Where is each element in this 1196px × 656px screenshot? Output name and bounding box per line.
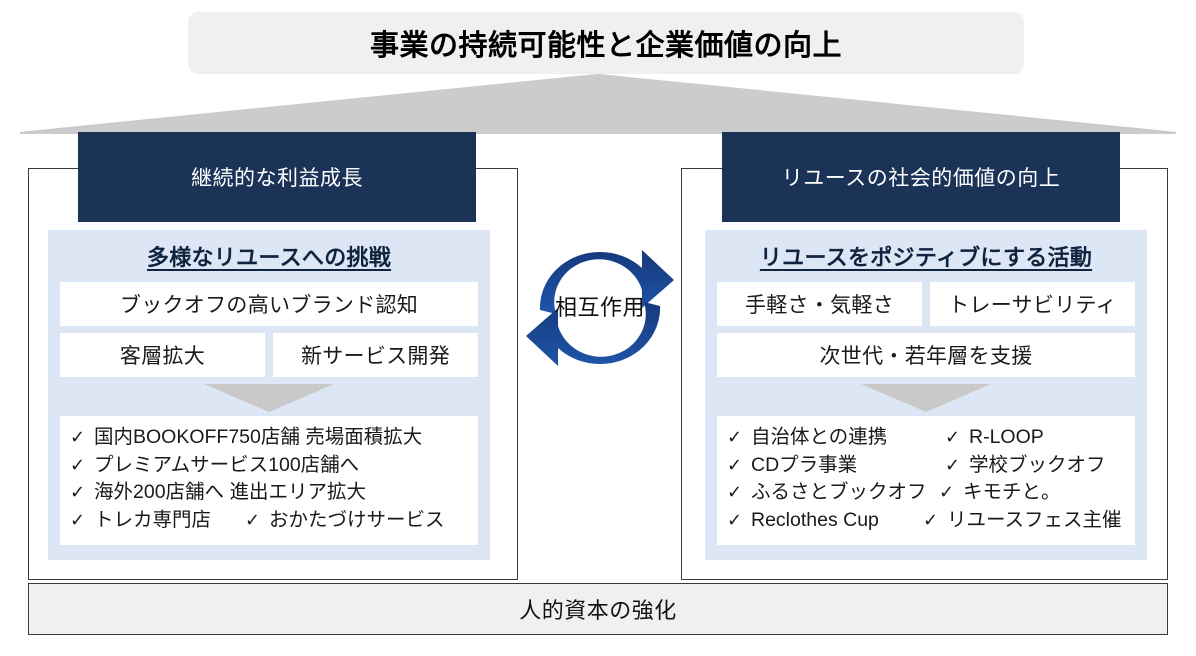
left-pillar-subtitle: 多様なリユースへの挑戦 xyxy=(146,245,392,270)
roof-chevron-icon xyxy=(20,74,1176,134)
right-check-1b: R-LOOP xyxy=(969,426,1044,448)
check-icon: ✓ xyxy=(727,454,743,475)
left-check-1: 国内BOOKOFF750店舗 売場面積拡大 xyxy=(94,426,423,448)
left-check-4b: おかたづけサービス xyxy=(269,509,445,532)
left-check-4a: トレカ専門店 xyxy=(94,509,212,532)
list-item: ✓ トレカ専門店 ✓ おかたづけサービス xyxy=(70,507,468,535)
right-check-4a: Reclothes Cup xyxy=(751,509,879,532)
right-pillar-subtitle: リユースをポジティブにする活動 xyxy=(759,245,1093,270)
left-check-2: プレミアムサービス100店舗へ xyxy=(94,453,360,476)
check-icon: ✓ xyxy=(70,482,86,503)
left-pillar-body: 多様なリユースへの挑戦 ブックオフの高いブランド認知 客層拡大 新サービス開発 … xyxy=(48,230,490,560)
check-icon: ✓ xyxy=(727,427,743,448)
check-icon: ✓ xyxy=(945,427,961,448)
right-check-3b: キモチと。 xyxy=(963,481,1061,504)
check-icon: ✓ xyxy=(727,510,743,531)
human-capital-label: 人的資本の強化 xyxy=(519,598,677,623)
page-title: 事業の持続可能性と企業価値の向上 xyxy=(369,30,842,62)
left-box-row-1: ブックオフの高いブランド認知 xyxy=(60,282,478,326)
right-pillar-header-label: リユースの社会的価値の向上 xyxy=(781,167,1061,190)
list-item: ✓ ふるさとブックオフ ✓ キモチと。 xyxy=(727,479,1125,507)
list-item: ✓ 海外200店舗へ 進出エリア拡大 xyxy=(70,479,468,507)
right-check-3a: ふるさとブックオフ xyxy=(751,481,927,504)
right-box-next-generation: 次世代・若年層を支援 xyxy=(717,333,1135,377)
right-pillar-header: リユースの社会的価値の向上 xyxy=(722,132,1120,222)
list-item: ✓ 自治体との連携 ✓ R-LOOP xyxy=(727,424,1125,452)
list-item: ✓ CDプラ事業 ✓ 学校ブックオフ xyxy=(727,452,1125,480)
check-icon: ✓ xyxy=(939,482,955,503)
left-box-customer-expansion: 客層拡大 xyxy=(60,333,265,377)
left-pillar-header: 継続的な利益成長 xyxy=(78,132,476,222)
check-icon: ✓ xyxy=(70,510,86,531)
right-box-row-2: 次世代・若年層を支援 xyxy=(717,333,1135,377)
right-checklist-box: ✓ 自治体との連携 ✓ R-LOOP ✓ CDプラ事業 ✓ 学校ブックオフ xyxy=(717,416,1135,545)
interaction-label: 相互作用 xyxy=(554,295,645,320)
list-item: ✓ 国内BOOKOFF750店舗 売場面積拡大 xyxy=(70,424,468,452)
left-check-3: 海外200店舗へ 進出エリア拡大 xyxy=(94,481,366,504)
check-icon: ✓ xyxy=(70,454,86,475)
human-capital-bar: 人的資本の強化 xyxy=(28,583,1168,635)
right-box-traceability: トレーサビリティ xyxy=(930,282,1135,326)
right-check-4b: リユースフェス主催 xyxy=(947,509,1122,532)
right-check-2a: CDプラ事業 xyxy=(751,453,858,476)
left-down-arrow-icon xyxy=(60,384,478,414)
right-check-2b: 学校ブックオフ xyxy=(969,453,1106,476)
check-icon: ✓ xyxy=(923,510,939,531)
check-icon: ✓ xyxy=(945,454,961,475)
right-check-1a: 自治体との連携 xyxy=(751,426,888,448)
left-box-row-2: 客層拡大 新サービス開発 xyxy=(60,333,478,377)
right-box-easiness: 手軽さ・気軽さ xyxy=(717,282,922,326)
left-checklist-box: ✓ 国内BOOKOFF750店舗 売場面積拡大 ✓ プレミアムサービス100店舗… xyxy=(60,416,478,545)
interaction-cycle-icon xyxy=(526,250,674,366)
right-box-row-1: 手軽さ・気軽さ トレーサビリティ xyxy=(717,282,1135,326)
left-pillar-header-label: 継続的な利益成長 xyxy=(191,167,363,190)
left-box-brand-awareness: ブックオフの高いブランド認知 xyxy=(60,282,478,326)
check-icon: ✓ xyxy=(727,482,743,503)
right-pillar-body: リユースをポジティブにする活動 手軽さ・気軽さ トレーサビリティ 次世代・若年層… xyxy=(705,230,1147,560)
list-item: ✓ Reclothes Cup ✓ リユースフェス主催 xyxy=(727,507,1125,535)
check-icon: ✓ xyxy=(245,510,261,531)
diagram-title-box: 事業の持続可能性と企業価値の向上 xyxy=(188,12,1024,74)
list-item: ✓ プレミアムサービス100店舗へ xyxy=(70,452,468,480)
right-down-arrow-icon xyxy=(717,384,1135,414)
check-icon: ✓ xyxy=(70,427,86,448)
left-box-new-service: 新サービス開発 xyxy=(273,333,478,377)
